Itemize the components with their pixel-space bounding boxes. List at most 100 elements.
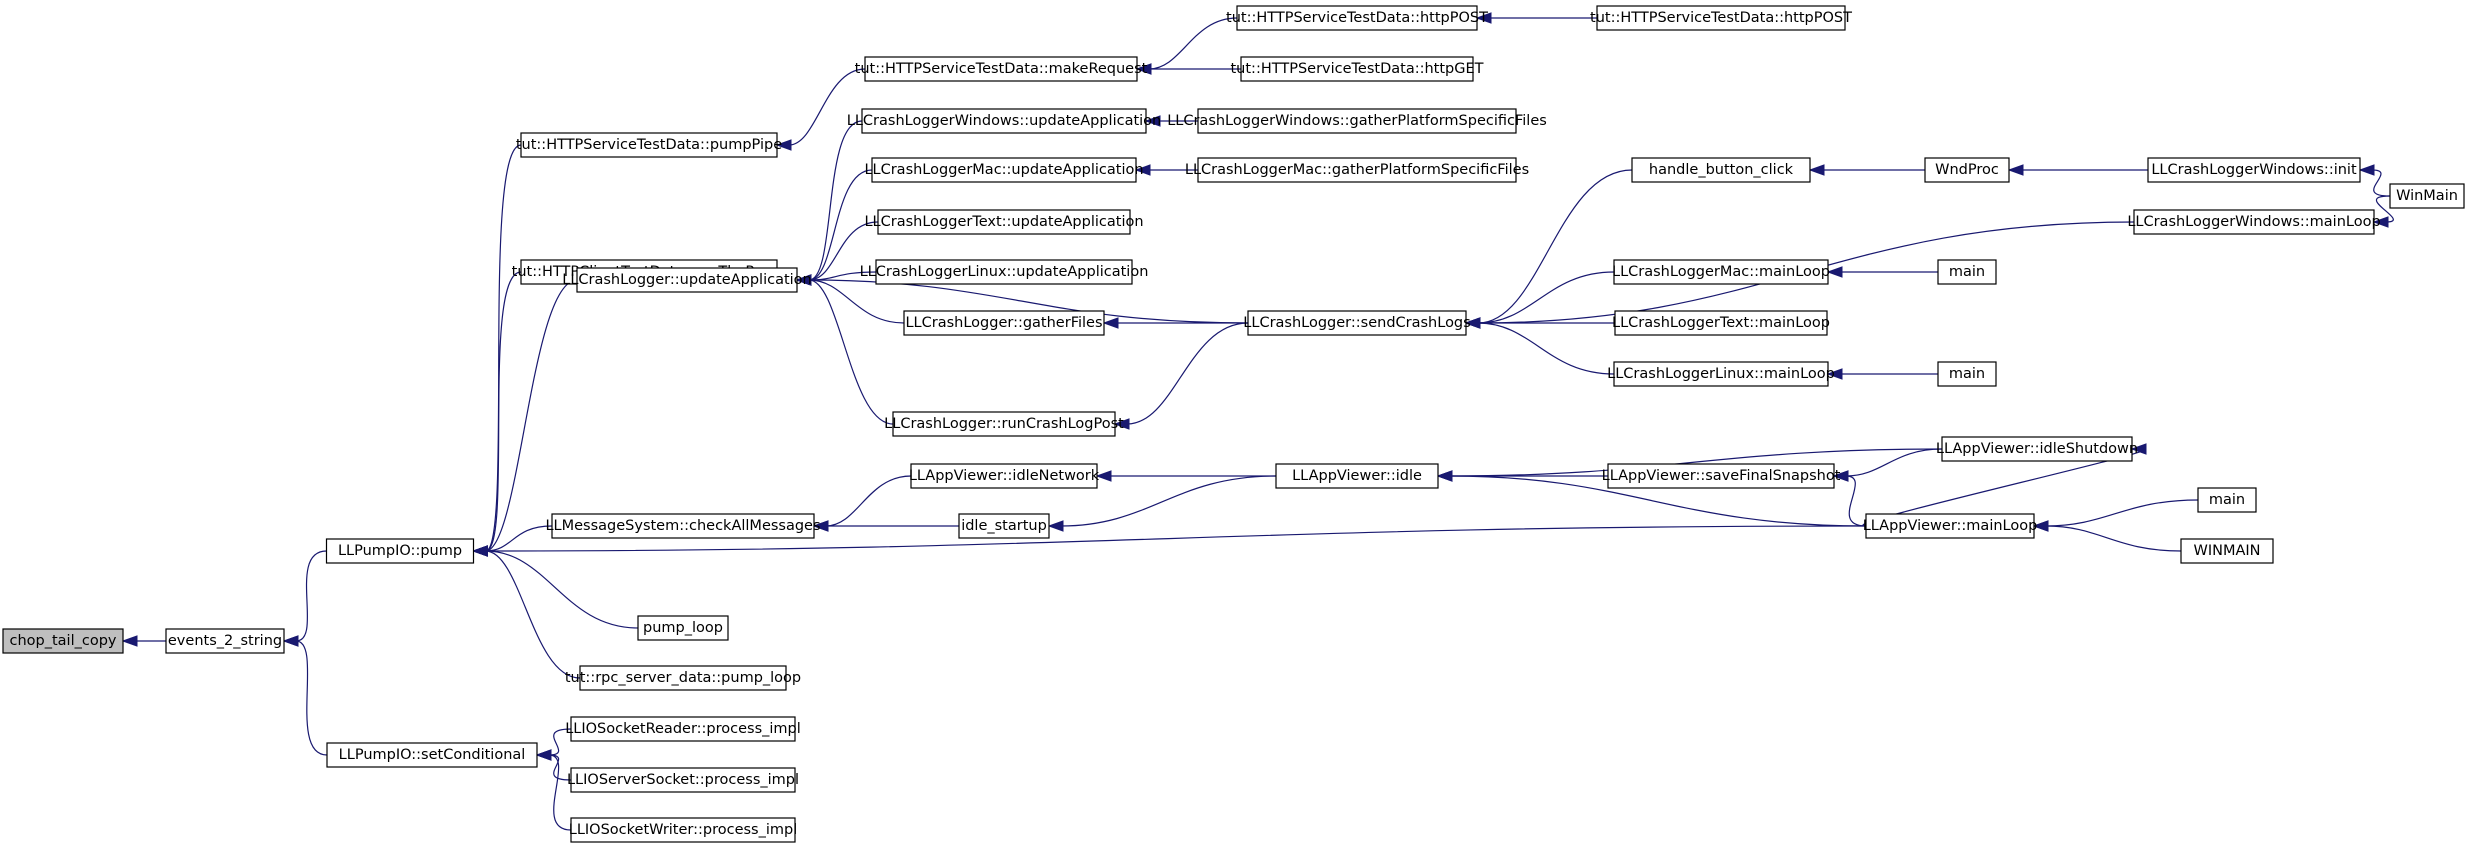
- node-box[interactable]: [958, 513, 1050, 539]
- graph-node-n35[interactable]: WndProc: [1924, 157, 2010, 183]
- node-box[interactable]: [2, 628, 124, 654]
- node-box[interactable]: [1937, 259, 1997, 285]
- graph-node-n17[interactable]: LLCrashLoggerLinux::updateApplication: [860, 259, 1149, 285]
- node-box[interactable]: [1631, 157, 1811, 183]
- node-box[interactable]: [903, 310, 1105, 336]
- graph-node-n10[interactable]: LLIOSocketReader::process_impl: [565, 716, 801, 742]
- graph-node-n29[interactable]: handle_button_click: [1631, 157, 1811, 183]
- node-box[interactable]: [165, 628, 285, 654]
- graph-node-n7[interactable]: LLMessageSystem::checkAllMessages: [545, 513, 821, 539]
- node-box[interactable]: [576, 267, 798, 293]
- graph-node-n1[interactable]: events_2_string: [165, 628, 285, 654]
- graph-node-n38[interactable]: LLAppViewer::idleShutdown: [1936, 436, 2138, 462]
- graph-node-n19[interactable]: LLCrashLogger::runCrashLogPost: [884, 411, 1124, 437]
- node-label: LLCrashLoggerWindows::init: [2151, 162, 2357, 178]
- node-box[interactable]: [2389, 183, 2465, 209]
- node-box[interactable]: [1941, 436, 2133, 462]
- edge-n5-to-n2: [485, 271, 522, 552]
- node-box[interactable]: [579, 665, 787, 691]
- node-box[interactable]: [551, 513, 815, 539]
- node-box[interactable]: [864, 56, 1138, 82]
- node-box[interactable]: [570, 716, 796, 742]
- edge-n7-to-n2: [485, 525, 553, 552]
- node-box[interactable]: [637, 615, 729, 641]
- node-label: LLCrashLogger::sendCrashLogs: [1243, 315, 1470, 331]
- arrowhead-icon: [1464, 317, 1481, 329]
- nodes-layer: chop_tail_copy events_2_string LLPumpIO::p…: [2, 5, 2465, 843]
- graph-node-n42[interactable]: LLCrashLoggerWindows::mainLoop: [2127, 209, 2381, 235]
- graph-node-n16[interactable]: LLCrashLoggerText::updateApplication: [864, 209, 1144, 235]
- graph-node-n32[interactable]: LLCrashLoggerLinux::mainLoop: [1607, 361, 1835, 387]
- node-box[interactable]: [892, 411, 1116, 437]
- graph-node-n4[interactable]: tut::HTTPServiceTestData::pumpPipe: [516, 132, 782, 158]
- graph-node-n6[interactable]: LLCrashLogger::updateApplication: [562, 267, 812, 293]
- node-label: LLAppViewer::idleNetwork: [909, 468, 1100, 484]
- node-box[interactable]: [861, 108, 1147, 134]
- node-label: tut::HTTPServiceTestData::makeRequest: [855, 61, 1148, 77]
- node-box[interactable]: [1197, 157, 1517, 183]
- node-box[interactable]: [1607, 463, 1835, 489]
- node-box[interactable]: [1275, 463, 1439, 489]
- graph-node-n41[interactable]: LLCrashLoggerWindows::init: [2147, 157, 2361, 183]
- graph-node-n8[interactable]: pump_loop: [637, 615, 729, 641]
- graph-node-n33[interactable]: LLAppViewer::saveFinalSnapshot: [1602, 463, 1841, 489]
- node-box[interactable]: [871, 157, 1137, 183]
- graph-node-n15[interactable]: LLCrashLoggerMac::updateApplication: [864, 157, 1144, 183]
- node-box[interactable]: [1613, 361, 1829, 387]
- graph-node-n39[interactable]: main: [2197, 487, 2257, 513]
- graph-node-n37[interactable]: main: [1937, 361, 1997, 387]
- node-box[interactable]: [1596, 5, 1846, 31]
- node-box[interactable]: [1613, 259, 1829, 285]
- graph-node-n34[interactable]: LLAppViewer::mainLoop: [1863, 513, 2038, 539]
- graph-node-n23[interactable]: tut::HTTPServiceTestData::httpGET: [1231, 56, 1484, 82]
- node-box[interactable]: [2180, 538, 2274, 564]
- graph-node-n14[interactable]: LLCrashLoggerWindows::updateApplication: [847, 108, 1161, 134]
- graph-node-n12[interactable]: LLIOSocketWriter::process_impl: [569, 817, 798, 843]
- graph-node-n0[interactable]: chop_tail_copy: [2, 628, 124, 654]
- graph-node-n26[interactable]: LLCrashLogger::sendCrashLogs: [1243, 310, 1471, 336]
- node-label: tut::HTTPServiceTestData::pumpPipe: [516, 137, 782, 153]
- node-box[interactable]: [1247, 310, 1467, 336]
- arrowhead-icon: [1095, 470, 1112, 482]
- edge-n4-to-n2: [485, 144, 522, 552]
- node-box[interactable]: [520, 132, 778, 158]
- graph-node-n2[interactable]: LLPumpIO::pump: [325, 538, 475, 564]
- node-box[interactable]: [326, 742, 538, 768]
- node-box[interactable]: [877, 209, 1131, 235]
- node-box[interactable]: [570, 767, 796, 793]
- node-label: idle_startup: [961, 518, 1047, 534]
- graph-node-n11[interactable]: LLIOServerSocket::process_impl: [567, 767, 799, 793]
- node-box[interactable]: [325, 538, 475, 564]
- graph-node-n9[interactable]: tut::rpc_server_data::pump_loop: [565, 665, 801, 691]
- graph-node-n21[interactable]: idle_startup: [958, 513, 1050, 539]
- node-box[interactable]: [1614, 310, 1828, 336]
- node-box[interactable]: [1240, 56, 1474, 82]
- graph-node-n43[interactable]: WinMain: [2389, 183, 2465, 209]
- node-box[interactable]: [1236, 5, 1478, 31]
- node-box[interactable]: [1924, 157, 2010, 183]
- node-box[interactable]: [875, 259, 1133, 285]
- node-label: pump_loop: [643, 620, 723, 636]
- graph-node-n22[interactable]: tut::HTTPServiceTestData::httpPOST: [1226, 5, 1488, 31]
- node-box[interactable]: [1197, 108, 1517, 134]
- graph-node-n3[interactable]: LLPumpIO::setConditional: [326, 742, 538, 768]
- node-box[interactable]: [1937, 361, 1997, 387]
- graph-node-n25[interactable]: LLCrashLoggerMac::gatherPlatformSpecific…: [1185, 157, 1529, 183]
- graph-node-n36[interactable]: main: [1937, 259, 1997, 285]
- graph-node-n27[interactable]: LLAppViewer::idle: [1275, 463, 1439, 489]
- node-box[interactable]: [2197, 487, 2257, 513]
- node-box[interactable]: [1865, 513, 2035, 539]
- graph-node-n13[interactable]: tut::HTTPServiceTestData::makeRequest: [855, 56, 1148, 82]
- graph-node-n28[interactable]: tut::HTTPServiceTestData::httpPOST: [1590, 5, 1852, 31]
- node-box[interactable]: [2133, 209, 2375, 235]
- graph-node-n30[interactable]: LLCrashLoggerMac::mainLoop: [1612, 259, 1830, 285]
- graph-node-n18[interactable]: LLCrashLogger::gatherFiles: [903, 310, 1105, 336]
- node-box[interactable]: [570, 817, 796, 843]
- graph-node-n20[interactable]: LLAppViewer::idleNetwork: [909, 463, 1100, 489]
- graph-node-n31[interactable]: LLCrashLoggerText::mainLoop: [1612, 310, 1830, 336]
- node-box[interactable]: [910, 463, 1098, 489]
- node-label: main: [1949, 366, 1985, 382]
- graph-node-n24[interactable]: LLCrashLoggerWindows::gatherPlatformSpec…: [1167, 108, 1547, 134]
- node-box[interactable]: [2147, 157, 2361, 183]
- graph-node-n40[interactable]: WINMAIN: [2180, 538, 2274, 564]
